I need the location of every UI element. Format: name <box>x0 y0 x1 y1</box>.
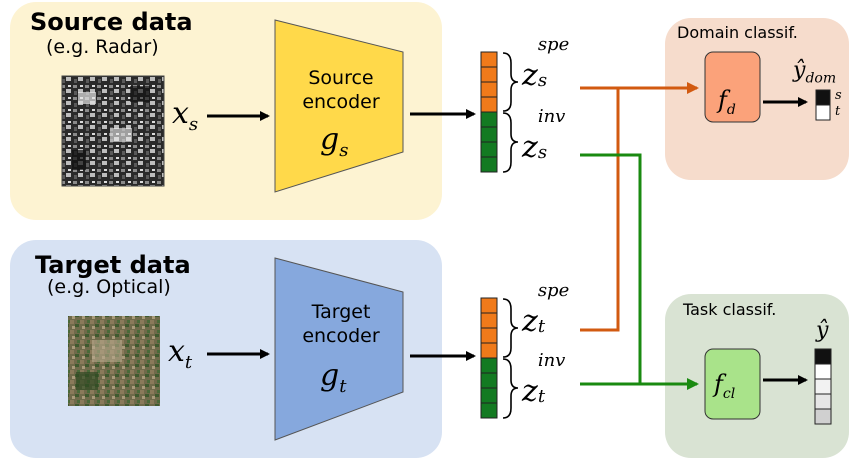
task-classifier-fn-label: fcl <box>714 370 736 402</box>
optical-image <box>68 316 160 406</box>
target-input-label: xt <box>168 334 193 373</box>
task-output-vector <box>814 348 832 425</box>
source-encoder-label: Source encoder <box>302 67 380 113</box>
domain-class-s-label: s <box>835 88 842 103</box>
specific-feature-routes <box>580 82 699 332</box>
target-feature-vector <box>480 297 498 419</box>
source-subtitle: (e.g. Radar) <box>46 36 159 58</box>
target-encoder <box>274 257 404 441</box>
domain-output-vector <box>815 89 831 121</box>
domain-classifier-fn-label: fd <box>718 86 736 118</box>
target-encoder-function: gt <box>320 358 347 397</box>
target-subtitle: (e.g. Optical) <box>47 276 171 298</box>
source-encoder <box>274 19 404 193</box>
domain-classifier-function <box>704 51 761 123</box>
domain-classifier-title: Domain classif. <box>677 23 798 42</box>
radar-image <box>61 75 165 187</box>
source-input-label: xs <box>172 96 199 135</box>
feature-braces <box>502 52 519 419</box>
source-encoder-function: gs <box>320 122 349 161</box>
source-feature-vector <box>480 51 498 173</box>
domain-output-label: ŷdom <box>793 58 837 87</box>
task-classifier-title: Task classif. <box>683 300 777 319</box>
task-classifier-function <box>704 348 761 420</box>
source-title: Source data <box>30 8 193 36</box>
task-output-label: ŷ <box>816 318 829 343</box>
target-title: Target data <box>35 251 191 279</box>
invariant-feature-routes <box>580 153 699 390</box>
target-encoder-label: Target encoder <box>302 301 380 347</box>
domain-class-t-label: t <box>835 104 841 119</box>
